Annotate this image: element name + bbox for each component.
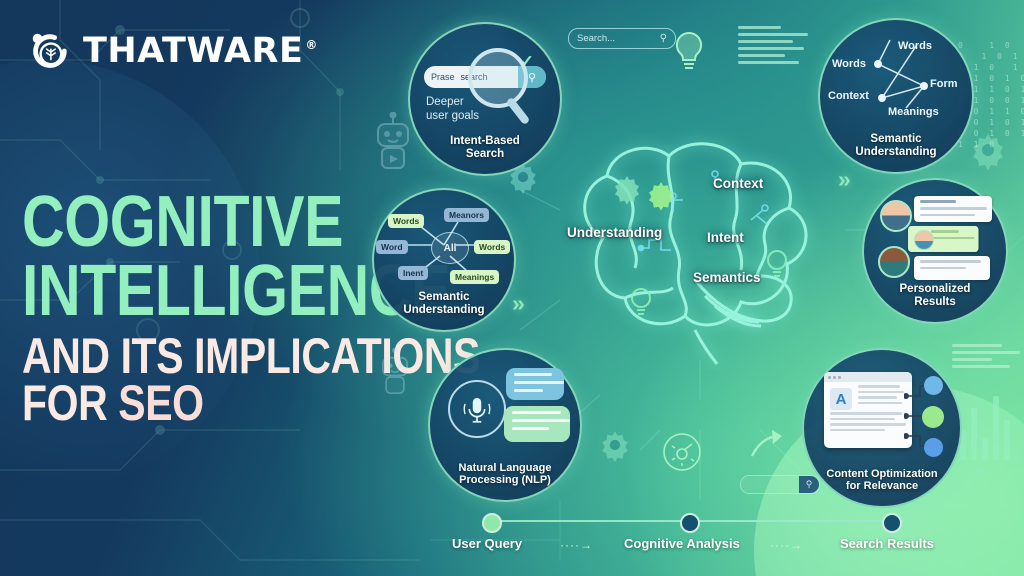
- timeline-label-user-query: User Query: [452, 536, 523, 551]
- chip-word: Word: [376, 240, 408, 254]
- doc-line: [738, 26, 781, 29]
- node-intent-based-search[interactable]: ✓ Prase search ⚲ Deeper user goals Inten…: [408, 22, 562, 176]
- headline-line-2: INTELLIGENCE: [22, 250, 451, 331]
- doc-line: [738, 61, 799, 64]
- doc-line: [738, 33, 809, 36]
- brain-label-semantics: Semantics: [693, 270, 761, 285]
- timeline-label-search-results: Search Results: [840, 536, 934, 551]
- search-icon: ⚲: [659, 33, 667, 44]
- timeline-arrow-2: ····→: [770, 538, 803, 552]
- headline-keyword-seo: SEO: [118, 374, 204, 431]
- node-caption: Personalized Results: [899, 282, 971, 308]
- timeline-dot-cognitive-analysis[interactable]: [680, 513, 700, 533]
- avatar-small: [914, 230, 934, 250]
- bar-chart-decoration: [960, 390, 1010, 460]
- headline-line-1: COGNITIVE: [22, 182, 344, 262]
- avatar: [878, 246, 910, 278]
- chip-meanors: Meanors: [444, 208, 489, 222]
- chevron-right-icon: »: [838, 166, 851, 192]
- page-letter: A: [830, 388, 852, 410]
- label-context: Context: [828, 90, 869, 102]
- node-caption: Content Optimization for Relevance: [826, 467, 938, 493]
- brand-logo[interactable]: THATWARE®: [26, 28, 318, 74]
- registered-mark: ®: [305, 37, 318, 52]
- node-dot-green: [922, 406, 944, 428]
- search-placeholder: Search...: [577, 33, 616, 44]
- chevron-right-icon: »: [512, 290, 525, 316]
- page-title: COGNITIVE INTELLIGENCE AND ITS IMPLICATI…: [22, 182, 480, 428]
- timeline-dot-user-query[interactable]: [482, 513, 502, 533]
- node-content-optimization[interactable]: A Content Optimization for Relevance: [802, 348, 962, 508]
- headline-line-4: FOR SEO: [22, 378, 350, 428]
- brain-label-intent: Intent: [707, 230, 744, 245]
- chip-words: Words: [388, 214, 425, 228]
- headline-for: FOR: [22, 374, 119, 431]
- chip-words-2: Words: [474, 240, 511, 254]
- doc-line: [738, 47, 805, 50]
- brand-wordmark: THATWARE®: [83, 30, 318, 71]
- label-words-top: Words: [898, 40, 933, 52]
- search-input-small[interactable]: ⚲: [740, 475, 820, 494]
- chip-meanings: Meanings: [450, 270, 500, 284]
- node-caption: Semantic Understanding: [403, 290, 485, 316]
- node-personalized-results[interactable]: Personalized Results: [862, 178, 1008, 324]
- gear-icon: [602, 431, 628, 462]
- target-node-icon: [663, 433, 701, 471]
- document-panel: [738, 22, 816, 76]
- gear-icon: [973, 134, 1003, 170]
- lightbulb-icon: [675, 31, 703, 69]
- chip-center-all: All: [431, 232, 469, 264]
- thatware-logo-icon: [32, 33, 67, 68]
- chip-inent: Inent: [398, 266, 429, 280]
- timeline-label-cognitive-analysis: Cognitive Analysis: [624, 536, 740, 551]
- browser-window-icon: A: [824, 372, 912, 448]
- label-meanings: Meanings: [888, 106, 939, 118]
- search-input[interactable]: Search... ⚲: [568, 28, 676, 49]
- label-words-left: Words: [832, 58, 867, 70]
- chat-bubble-blue-icon: [506, 368, 564, 400]
- right-text-lines: [952, 340, 1024, 372]
- chat-bubble-green-icon: [504, 406, 571, 442]
- label-form: Form: [930, 78, 958, 90]
- node-semantic-understanding-right[interactable]: Words Words Context Form Meanings Semant…: [818, 18, 974, 174]
- microphone-icon: [448, 380, 506, 438]
- node-dot-blue-2: [924, 438, 943, 457]
- node-caption: Semantic Understanding: [855, 132, 937, 158]
- node-caption: Intent-Based Search: [450, 134, 520, 160]
- node-natural-language-processing[interactable]: Natural Language Processing (NLP): [428, 348, 582, 502]
- cognitive-brain-graphic: Understanding Context Intent Semantics: [545, 120, 845, 370]
- robot-icon: [377, 112, 409, 169]
- node-subtitle: Deeper user goals: [426, 96, 480, 122]
- headline-line-3: AND ITS IMPLICATIONS: [22, 327, 480, 384]
- node-dot-blue: [924, 376, 943, 395]
- search-icon: ⚲: [799, 476, 819, 493]
- process-timeline: User Query Cognitive Analysis Search Res…: [452, 508, 952, 566]
- brain-label-context: Context: [713, 176, 764, 191]
- result-card[interactable]: [914, 196, 992, 222]
- timeline-dot-search-results[interactable]: [882, 513, 902, 533]
- avatar: [880, 200, 912, 232]
- search-chip-prase: Prase: [431, 72, 455, 82]
- node-caption: Natural Language Processing (NLP): [458, 461, 552, 487]
- node-semantic-understanding-left[interactable]: Words Meanors Word Words Inent Meanings …: [372, 188, 516, 332]
- doc-line: [738, 40, 793, 43]
- result-card[interactable]: [914, 256, 990, 280]
- brain-label-understanding: Understanding: [567, 225, 663, 240]
- curved-arrow-icon: [750, 430, 782, 457]
- timeline-arrow-1: ····→: [560, 538, 593, 552]
- doc-line: [738, 54, 785, 57]
